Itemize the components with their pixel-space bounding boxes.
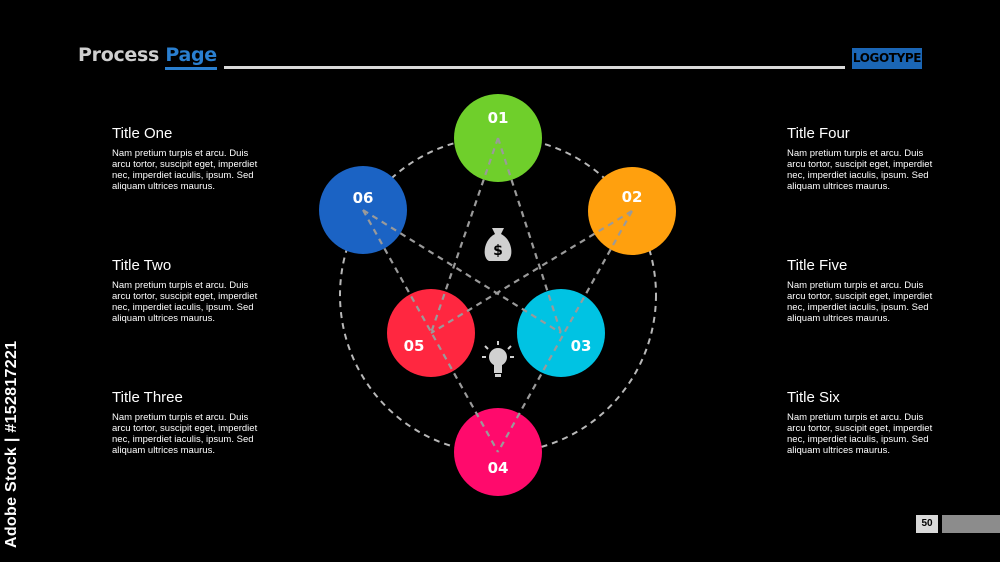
page-number-bar (942, 515, 1000, 533)
text-block-6: Title Six Nam pretium turpis et arcu. Du… (787, 389, 937, 456)
page-title-part1: Process (78, 44, 166, 66)
block-title: Title Three (112, 389, 183, 406)
outer-ring (339, 136, 657, 454)
money-symbol: $ (493, 243, 503, 259)
connector-01-05 (429, 137, 500, 334)
node-label: 06 (353, 189, 374, 207)
logotype-badge: LOGOTYPE (852, 48, 922, 69)
lightbulb-icon (482, 341, 514, 377)
block-body: Nam pretium turpis et arcu. Duis arcu to… (787, 280, 933, 324)
money-bag-icon: $ (484, 228, 512, 261)
connector-06-04 (362, 209, 499, 453)
text-block-4: Title Four Nam pretium turpis et arcu. D… (787, 125, 937, 192)
block-body: Nam pretium turpis et arcu. Duis arcu to… (787, 148, 933, 192)
stock-id-text: Adobe Stock | #152817221 (3, 340, 20, 548)
node-label: 02 (622, 188, 643, 206)
block-title: Title One (112, 125, 173, 142)
block-body: Nam pretium turpis et arcu. Duis arcu to… (112, 280, 258, 324)
page-title-part2: Page (165, 44, 217, 70)
block-title: Title Four (787, 125, 850, 142)
node-label: 03 (571, 337, 592, 355)
connector-02-04 (497, 210, 633, 453)
page-number: 50 (916, 515, 938, 533)
block-body: Nam pretium turpis et arcu. Duis arcu to… (787, 412, 933, 456)
outer-dashed-ring (339, 136, 657, 454)
block-body: Nam pretium turpis et arcu. Duis arcu to… (112, 412, 258, 456)
block-title: Title Two (112, 257, 172, 274)
block-body: Nam pretium turpis et arcu. Duis arcu to… (112, 148, 258, 192)
block-title: Title Five (787, 257, 848, 274)
connector-lines (362, 137, 633, 453)
text-block-2: Title Two Nam pretium turpis et arcu. Du… (112, 257, 262, 324)
text-block-5: Title Five Nam pretium turpis et arcu. D… (787, 257, 937, 324)
page-title: Process Page (78, 44, 217, 70)
node-label: 01 (488, 109, 509, 127)
connector-06-03 (362, 209, 562, 334)
block-title: Title Six (787, 389, 840, 406)
text-block-3: Title Three Nam pretium turpis et arcu. … (112, 389, 262, 456)
process-nodes: 01 02 03 04 05 06 (319, 94, 676, 496)
node-label: 04 (488, 459, 509, 477)
node-label: 05 (404, 337, 425, 355)
header-divider (224, 66, 845, 69)
connector-01-03 (496, 137, 563, 334)
text-block-1: Title One Nam pretium turpis et arcu. Du… (112, 125, 262, 192)
